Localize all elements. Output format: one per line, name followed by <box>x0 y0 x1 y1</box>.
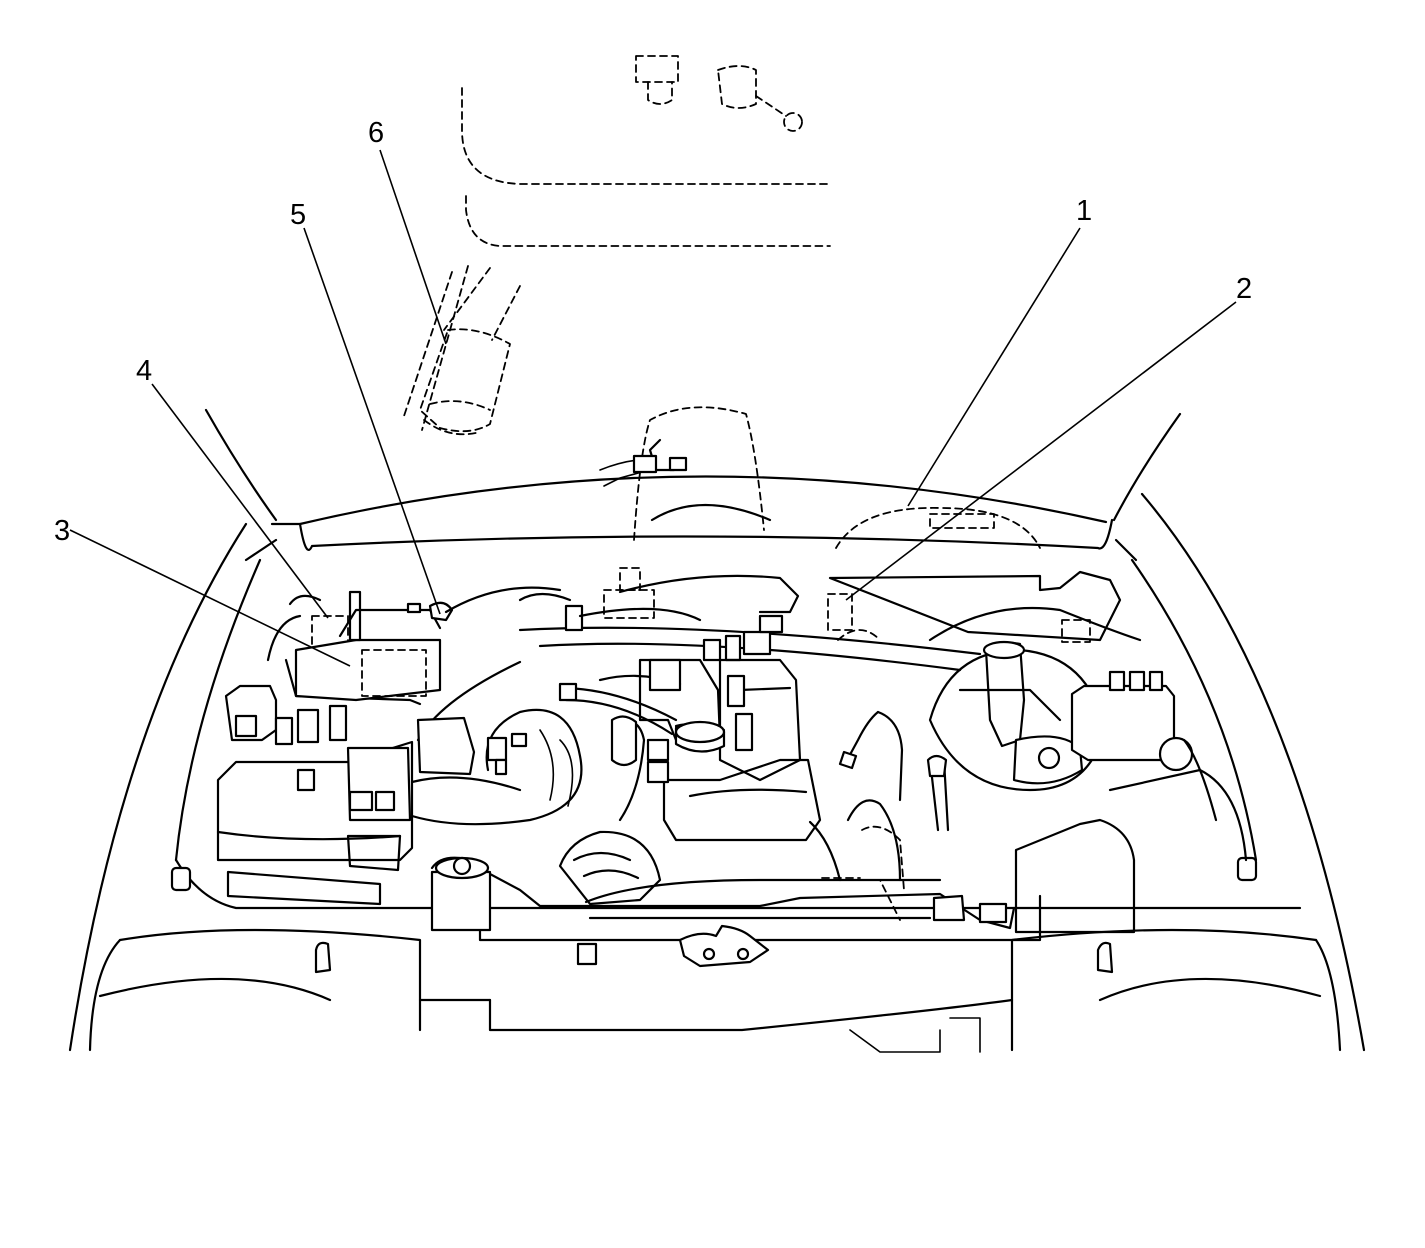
callout-5: 5 <box>290 199 306 231</box>
callout-1: 1 <box>1076 195 1092 227</box>
battery <box>216 740 414 906</box>
engine-block <box>518 567 904 842</box>
leader-line-3 <box>69 529 351 667</box>
callout-labels: 1 2 3 4 5 6 <box>54 117 1252 547</box>
leader-line-4 <box>151 383 329 619</box>
callout-6: 6 <box>368 117 384 149</box>
leader-line-6 <box>379 149 447 345</box>
brake-master-cylinder <box>828 507 1176 792</box>
control-module <box>266 586 562 706</box>
air-intake-duct <box>599 406 772 541</box>
leader-line-5 <box>303 227 441 615</box>
dashed-hose-component <box>403 265 521 436</box>
callout-2: 2 <box>1236 273 1252 305</box>
vehicle-body-outline <box>68 408 1366 1053</box>
callout-3: 3 <box>54 515 70 547</box>
leader-line-1 <box>907 227 1081 507</box>
inset-dashed-view <box>461 55 831 247</box>
callout-leaders <box>69 149 1237 667</box>
relay-box <box>224 684 348 746</box>
leader-line-2 <box>845 301 1237 601</box>
callout-4: 4 <box>136 355 152 387</box>
radiator-support <box>430 715 1248 968</box>
